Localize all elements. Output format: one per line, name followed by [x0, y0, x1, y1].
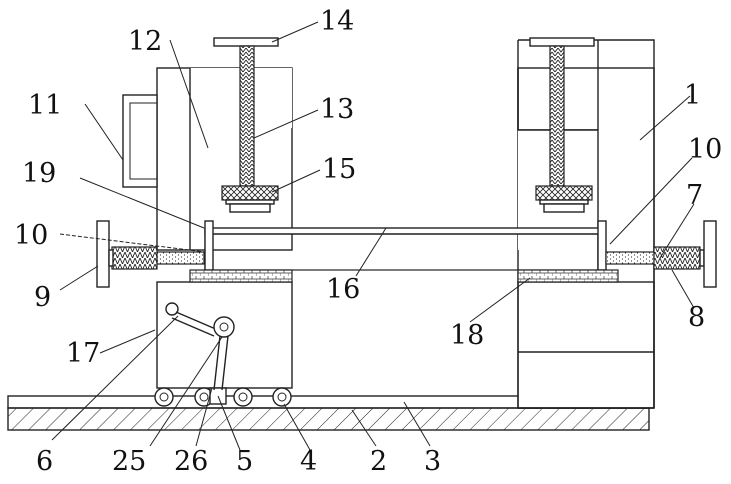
- label-4: 4: [300, 446, 317, 477]
- label-1: 1: [684, 80, 701, 111]
- label-14: 14: [320, 6, 354, 37]
- label-13: 13: [320, 94, 354, 125]
- label-12: 12: [128, 26, 162, 57]
- label-15: 15: [322, 154, 356, 185]
- support-pads: [190, 270, 618, 282]
- side-box: [123, 95, 157, 187]
- label-18: 18: [450, 320, 484, 351]
- label-9: 9: [34, 282, 51, 313]
- label-19: 19: [22, 158, 56, 189]
- label-16: 16: [326, 274, 360, 305]
- label-3: 3: [424, 446, 441, 477]
- right-screw-assembly: [530, 38, 594, 212]
- label-2: 2: [370, 446, 387, 477]
- label-7: 7: [686, 180, 703, 211]
- label-10-left: 10: [14, 220, 48, 251]
- label-17: 17: [66, 338, 100, 369]
- right-frame: [518, 40, 654, 408]
- label-6: 6: [36, 446, 53, 477]
- label-25: 25: [112, 446, 146, 477]
- label-8: 8: [688, 302, 705, 333]
- label-10-right: 10: [688, 134, 722, 165]
- label-26: 26: [174, 446, 208, 477]
- label-11: 11: [28, 90, 62, 121]
- label-5: 5: [236, 446, 253, 477]
